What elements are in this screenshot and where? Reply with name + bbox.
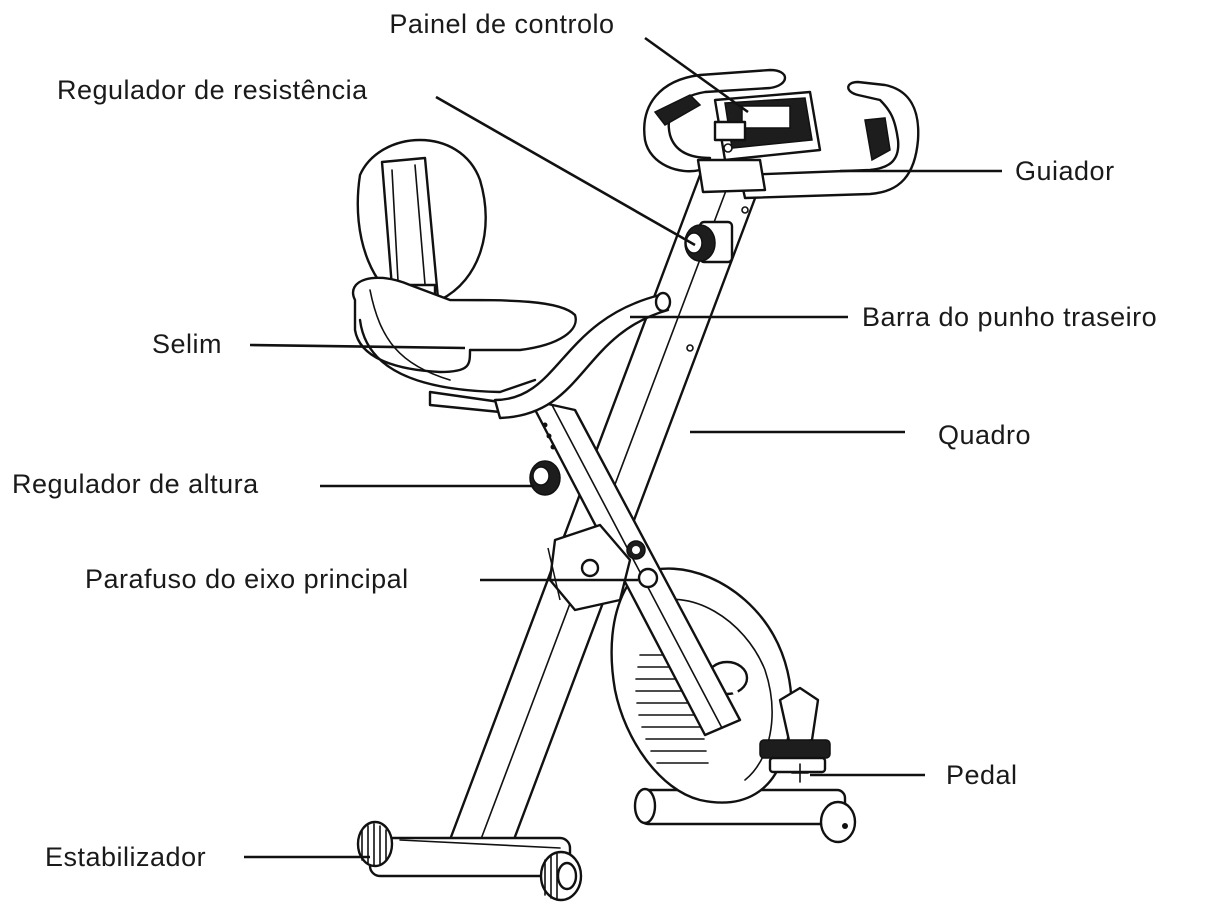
- height-adjuster-knob: [529, 460, 561, 496]
- main-axle-bracket: [547, 523, 659, 612]
- pedal-part: [759, 686, 831, 783]
- seat-part: [351, 138, 577, 414]
- label-painel: Painel de controlo: [389, 9, 614, 39]
- label-estabilizador: Estabilizador: [45, 842, 206, 872]
- leader-painel: [644, 36, 749, 114]
- rear-grip-bar: [493, 291, 672, 420]
- callout-labels: Painel de controlo Regulador de resistên…: [12, 9, 1157, 872]
- leader-resistencia: [435, 95, 696, 247]
- label-selim: Selim: [152, 329, 222, 359]
- resistance-knob: [684, 220, 734, 264]
- leader-selim: [249, 343, 466, 350]
- leader-lines: [244, 36, 1002, 859]
- height-holes: [542, 422, 556, 450]
- label-guiador: Guiador: [1015, 156, 1115, 186]
- label-parafuso: Parafuso do eixo principal: [85, 564, 409, 594]
- label-quadro: Quadro: [938, 420, 1031, 450]
- bike-illustration: [351, 68, 920, 902]
- rear-frame-tube: [528, 398, 742, 737]
- front-stabilizer-part: [633, 787, 857, 844]
- label-resistencia: Regulador de resistência: [57, 75, 368, 105]
- label-pedal: Pedal: [946, 760, 1018, 790]
- handlebar-part: [643, 68, 920, 200]
- label-barra: Barra do punho traseiro: [862, 302, 1157, 332]
- label-altura: Regulador de altura: [12, 469, 259, 499]
